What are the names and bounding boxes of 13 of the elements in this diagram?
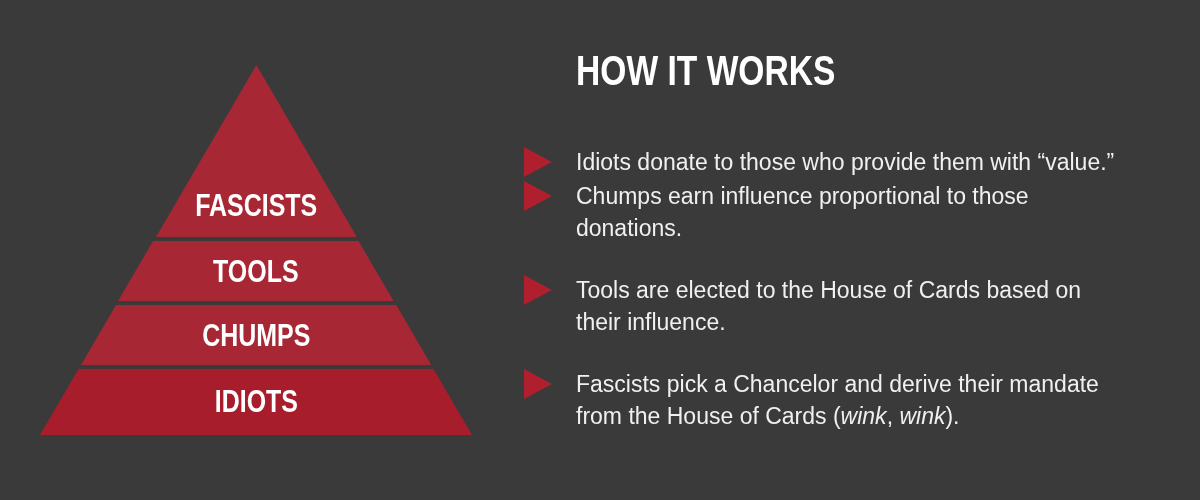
bullet-text: Tools are elected to the House of Cards based on their influence. [576,276,1083,337]
pyramid-tier [80,305,432,365]
bullet-text: Fascists pick a Chancelor and derive their mandate from the House of Cards (wink, wink). [576,370,1100,431]
bullet-text: Idiots donate to those who provide them with “value.” [576,148,1116,177]
tier-label: CHUMPS [201,317,311,353]
heading: HOW IT WORKS [576,48,836,94]
pyramid-tier [118,241,394,301]
tier-label: IDIOTS [214,383,298,419]
bullet-text: Chumps earn influence proportional to those donations. [576,182,1030,243]
pyramid-tier [40,369,472,435]
tier-label: FASCISTS [194,187,317,223]
tier-label: TOOLS [213,253,299,289]
pyramid-tier [155,65,357,237]
